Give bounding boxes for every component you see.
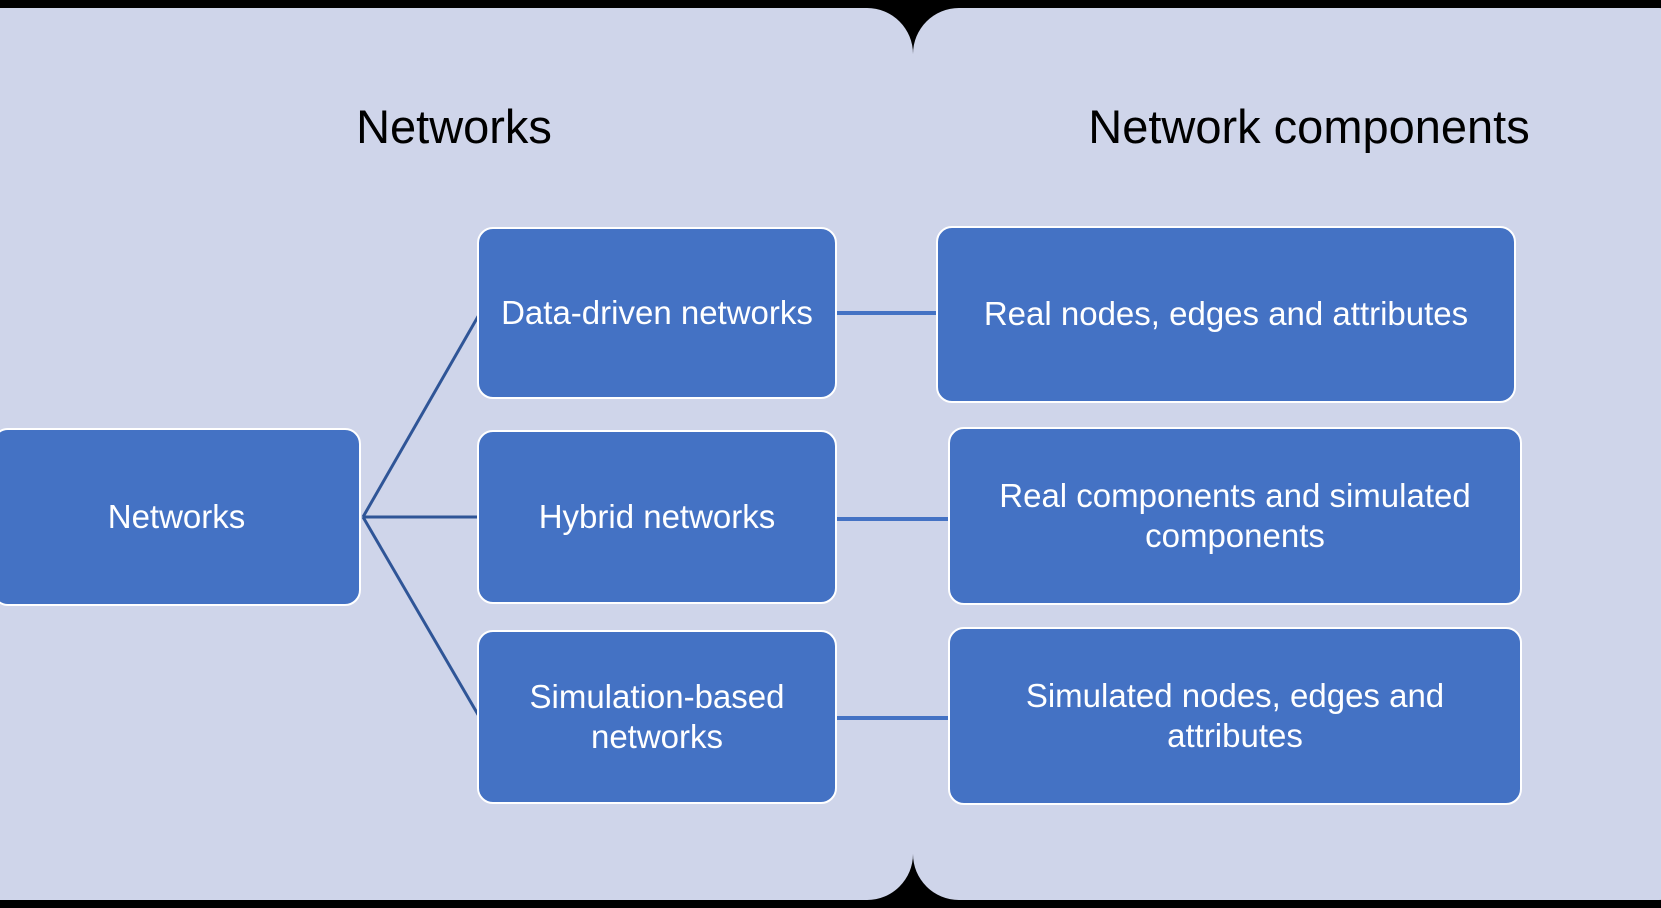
node-data-driven-networks[interactable]: Data-driven networks — [477, 227, 837, 399]
node-real-nodes-edges-attributes-label: Real nodes, edges and attributes — [983, 295, 1469, 333]
node-hybrid-networks[interactable]: Hybrid networks — [477, 430, 837, 604]
node-simulation-based-networks[interactable]: Simulation-based networks — [477, 630, 837, 804]
panel-components-title: Network components — [1088, 100, 1530, 153]
node-simulation-based-networks-label: Simulation-based networks — [529, 677, 785, 755]
node-real-and-simulated-components-label: Real components and simulated components — [999, 476, 1471, 554]
node-networks-root[interactable]: Networks — [0, 428, 361, 606]
node-hybrid-networks-label: Hybrid networks — [538, 497, 776, 535]
node-networks-root-label: Networks — [107, 497, 246, 535]
node-real-and-simulated-components[interactable]: Real components and simulated components — [948, 427, 1522, 605]
node-simulated-nodes-edges-attributes[interactable]: Simulated nodes, edges and attributes — [948, 627, 1522, 805]
node-data-driven-networks-label: Data-driven networks — [501, 293, 813, 331]
node-simulated-nodes-edges-attributes-label: Simulated nodes, edges and attributes — [1025, 676, 1445, 754]
panel-networks-title: Networks — [356, 100, 552, 153]
node-real-nodes-edges-attributes[interactable]: Real nodes, edges and attributes — [936, 226, 1516, 403]
